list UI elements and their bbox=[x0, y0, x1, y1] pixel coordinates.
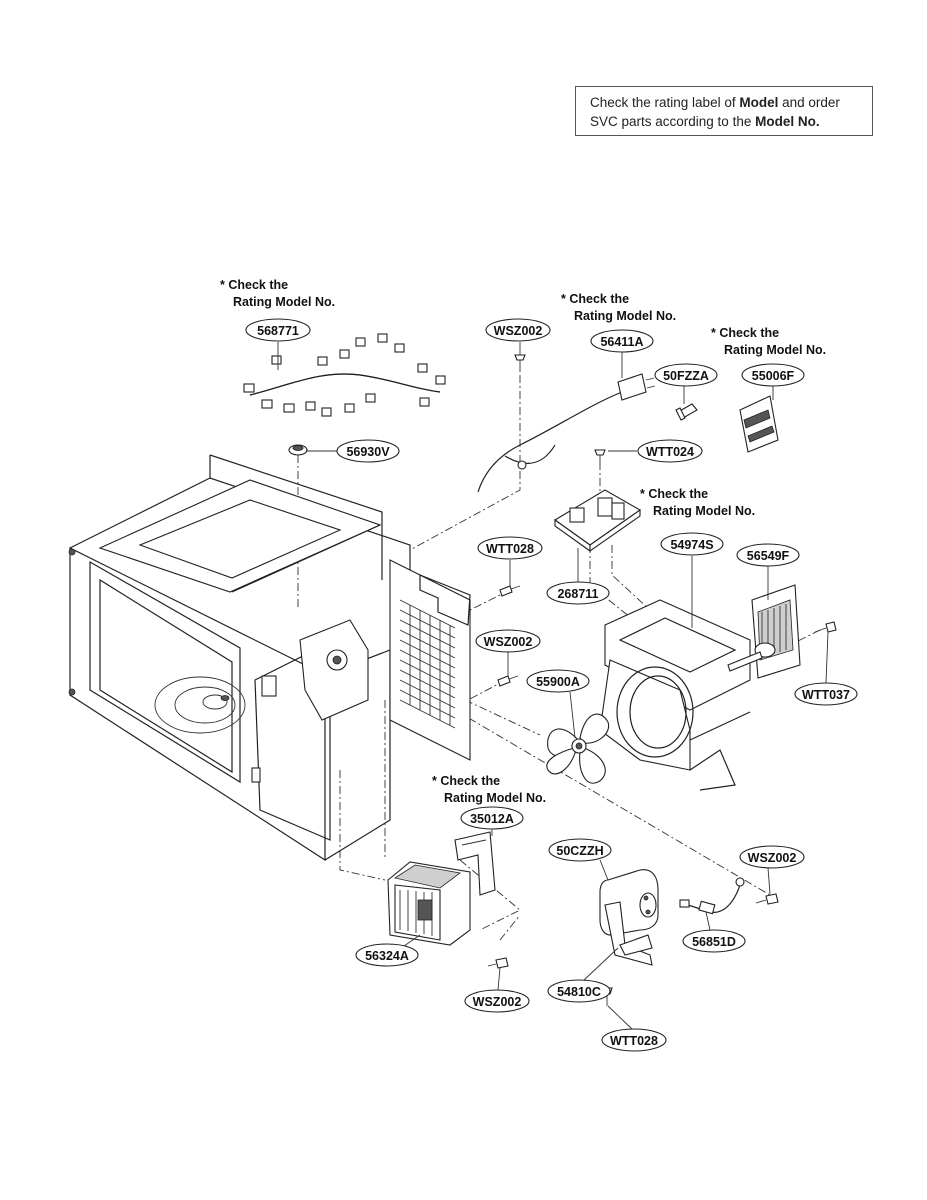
check-note-power-cord: * Check the Rating Model No. bbox=[561, 292, 676, 323]
noise-filter bbox=[739, 395, 779, 453]
svg-text:56324A: 56324A bbox=[365, 949, 409, 963]
notice-line-1: Check the rating label of Model and orde… bbox=[590, 95, 840, 110]
svg-text:WSZ002: WSZ002 bbox=[473, 995, 522, 1009]
callout-56851d: 56851D bbox=[682, 929, 746, 953]
callout-wsz002-bottom: WSZ002 bbox=[464, 989, 530, 1013]
vent-grille bbox=[399, 599, 456, 729]
svg-text:* Check the: * Check the bbox=[711, 326, 779, 340]
svg-text:50FZZA: 50FZZA bbox=[663, 369, 709, 383]
callout-35012a: 35012A bbox=[460, 806, 524, 830]
svg-text:WTT028: WTT028 bbox=[610, 1034, 658, 1048]
svg-text:Rating Model No.: Rating Model No. bbox=[653, 504, 755, 518]
thermostat bbox=[288, 444, 308, 456]
transformer-bracket bbox=[454, 831, 496, 896]
callout-55900a: 55900A bbox=[526, 669, 590, 693]
notice-line-2: SVC parts according to the Model No. bbox=[590, 114, 820, 129]
svg-text:* Check the: * Check the bbox=[432, 774, 500, 788]
fuse bbox=[675, 403, 698, 421]
svg-text:WTT037: WTT037 bbox=[802, 688, 850, 702]
fan-housing bbox=[599, 599, 751, 791]
svg-text:35012A: 35012A bbox=[470, 812, 514, 826]
svg-text:* Check the: * Check the bbox=[561, 292, 629, 306]
screw-wtt028-mid bbox=[499, 585, 521, 597]
wire-harness bbox=[243, 333, 446, 417]
callout-56549f: 56549F bbox=[736, 543, 800, 567]
check-note-filter: * Check the Rating Model No. bbox=[711, 326, 826, 357]
check-note-harness: * Check the Rating Model No. bbox=[220, 278, 335, 309]
svg-text:56930V: 56930V bbox=[346, 445, 390, 459]
svg-text:56549F: 56549F bbox=[747, 549, 790, 563]
svg-text:54974S: 54974S bbox=[670, 538, 713, 552]
svg-text:WSZ002: WSZ002 bbox=[484, 635, 533, 649]
model-notice-box: Check the rating label of Model and orde… bbox=[575, 86, 873, 136]
callout-54974s: 54974S bbox=[660, 532, 724, 556]
fan-blade bbox=[546, 713, 610, 784]
screw-wsz002-right bbox=[755, 893, 779, 905]
svg-text:55006F: 55006F bbox=[752, 369, 795, 383]
callout-56411a: 56411A bbox=[590, 329, 654, 353]
svg-text:268711: 268711 bbox=[557, 587, 598, 601]
callout-56930v: 56930V bbox=[336, 439, 400, 463]
callout-wsz002-right: WSZ002 bbox=[739, 845, 805, 869]
power-cord bbox=[477, 373, 656, 493]
callout-56324a: 56324A bbox=[355, 943, 419, 967]
svg-text:54810C: 54810C bbox=[557, 985, 601, 999]
callout-wtt028-bottom: WTT028 bbox=[601, 1028, 667, 1052]
callout-54810c: 54810C bbox=[547, 979, 611, 1003]
check-note-pcb: * Check the Rating Model No. bbox=[640, 487, 755, 518]
svg-text:568771: 568771 bbox=[257, 324, 299, 338]
svg-text:Rating Model No.: Rating Model No. bbox=[444, 791, 546, 805]
svg-text:WTT028: WTT028 bbox=[486, 542, 534, 556]
magnetron bbox=[387, 861, 471, 946]
callout-568771: 568771 bbox=[245, 318, 311, 342]
svg-text:50CZZH: 50CZZH bbox=[556, 844, 603, 858]
fan-motor bbox=[727, 584, 801, 679]
callout-55006f: 55006F bbox=[741, 363, 805, 387]
svg-text:56411A: 56411A bbox=[600, 335, 643, 349]
screw-top bbox=[514, 354, 526, 372]
callout-wsz002-mid: WSZ002 bbox=[475, 629, 541, 653]
callout-wtt024: WTT024 bbox=[637, 439, 703, 463]
leader-lines bbox=[277, 342, 829, 1031]
callout-50czzh: 50CZZH bbox=[548, 838, 612, 862]
screw-wtt024 bbox=[594, 449, 606, 466]
screw-wsz002-bottom bbox=[487, 957, 509, 969]
pcb bbox=[553, 489, 642, 553]
screw-wsz002-mid bbox=[497, 675, 519, 687]
callout-268711: 268711 bbox=[546, 581, 610, 605]
hv-diode bbox=[679, 877, 745, 915]
svg-text:WSZ002: WSZ002 bbox=[748, 851, 797, 865]
screw-wtt037 bbox=[814, 621, 837, 633]
callout-50fzza: 50FZZA bbox=[654, 363, 718, 387]
check-note-bracket: * Check the Rating Model No. bbox=[432, 774, 546, 805]
svg-text:55900A: 55900A bbox=[536, 675, 580, 689]
svg-text:Rating Model No.: Rating Model No. bbox=[574, 309, 676, 323]
callout-wtt028-mid: WTT028 bbox=[477, 536, 543, 560]
svg-text:Rating Model No.: Rating Model No. bbox=[233, 295, 335, 309]
oven-chassis bbox=[68, 454, 471, 862]
svg-text:WSZ002: WSZ002 bbox=[494, 324, 543, 338]
callout-wsz002-top: WSZ002 bbox=[485, 318, 551, 342]
svg-text:* Check the: * Check the bbox=[640, 487, 708, 501]
svg-text:WTT024: WTT024 bbox=[646, 445, 694, 459]
svg-text:56851D: 56851D bbox=[692, 935, 736, 949]
svg-text:Rating Model No.: Rating Model No. bbox=[724, 343, 826, 357]
svg-text:* Check the: * Check the bbox=[220, 278, 288, 292]
callout-wtt037: WTT037 bbox=[794, 682, 858, 706]
